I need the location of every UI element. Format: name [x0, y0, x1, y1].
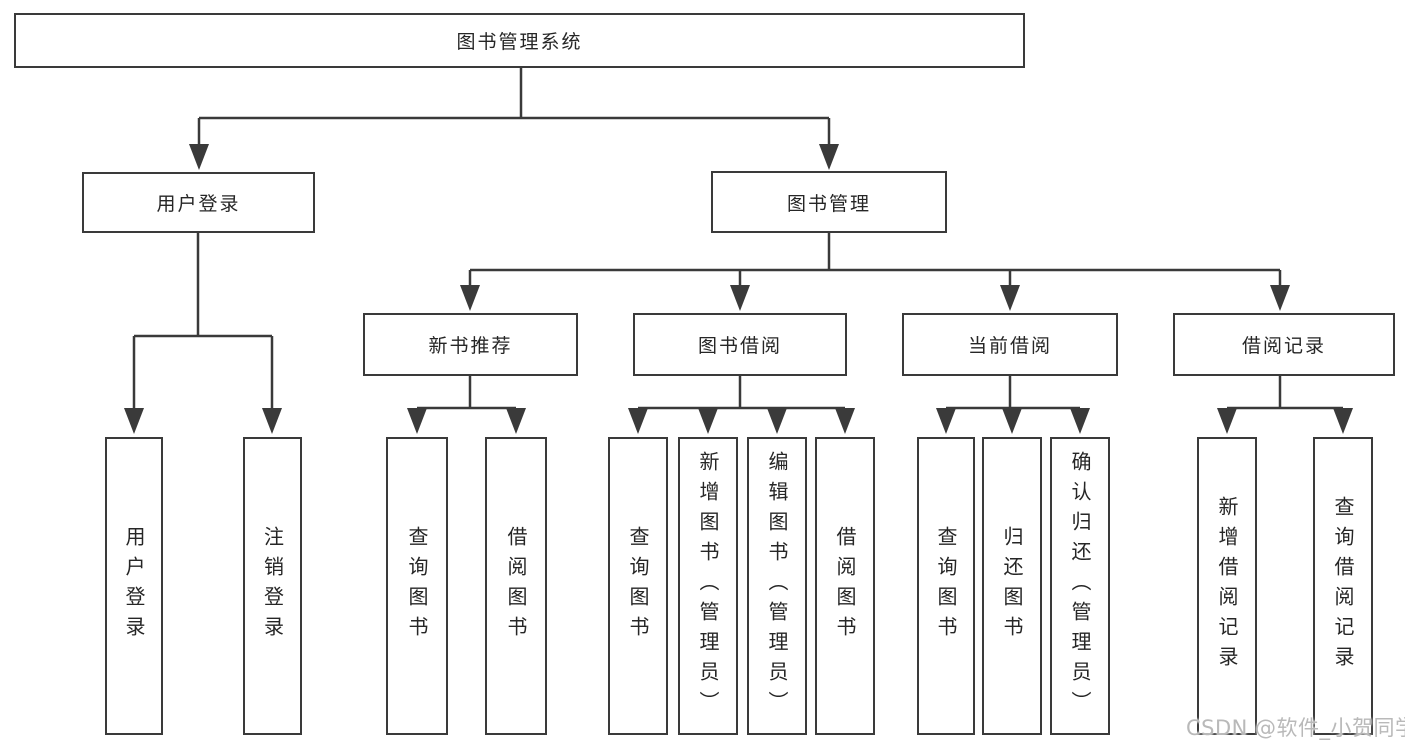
arrow-down-icon [407, 408, 427, 434]
arrow-down-icon [1270, 285, 1290, 311]
arrow-down-icon [730, 285, 750, 311]
arrowhead-icons [124, 144, 1353, 434]
arrow-down-icon [936, 408, 956, 434]
node-leaf-borrowing-add-books: 新增图书（管理员） [678, 437, 738, 735]
arrow-down-icon [767, 408, 787, 434]
arrow-down-icon [460, 285, 480, 311]
watermark: CSDN @软件_小贺同学 [1186, 716, 1405, 740]
node-current-borrowing: 当前借阅 [902, 313, 1118, 376]
node-leaf-user-login: 用户登录 [105, 437, 163, 735]
arrow-down-icon [835, 408, 855, 434]
arrow-down-icon [819, 144, 839, 170]
node-leaf-borrowing-query-books: 查询图书 [608, 437, 668, 735]
node-leaf-current-return-books: 归还图书 [982, 437, 1042, 735]
node-book-management: 图书管理 [711, 171, 947, 233]
arrow-down-icon [1217, 408, 1237, 434]
node-leaf-current-confirm-return: 确认归还（管理员） [1050, 437, 1110, 735]
arrow-down-icon [1002, 408, 1022, 434]
node-book-borrowing: 图书借阅 [633, 313, 847, 376]
node-leaf-borrowing-edit-books: 编辑图书（管理员） [747, 437, 807, 735]
arrow-down-icon [124, 408, 144, 434]
node-user-login: 用户登录 [82, 172, 315, 233]
arrow-down-icon [189, 144, 209, 170]
node-leaf-records-add-record: 新增借阅记录 [1197, 437, 1257, 735]
arrow-down-icon [262, 408, 282, 434]
node-borrowing-records: 借阅记录 [1173, 313, 1395, 376]
node-leaf-records-query-record: 查询借阅记录 [1313, 437, 1373, 735]
node-leaf-recommend-query-books: 查询图书 [386, 437, 448, 735]
arrow-down-icon [506, 408, 526, 434]
arrow-down-icon [1070, 408, 1090, 434]
node-leaf-recommend-borrow-books: 借阅图书 [485, 437, 547, 735]
node-new-book-recommend: 新书推荐 [363, 313, 578, 376]
arrow-down-icon [628, 408, 648, 434]
arrow-down-icon [698, 408, 718, 434]
arrow-down-icon [1000, 285, 1020, 311]
node-leaf-borrowing-borrow-books: 借阅图书 [815, 437, 875, 735]
node-leaf-current-query-books: 查询图书 [917, 437, 975, 735]
arrow-down-icon [1333, 408, 1353, 434]
node-library-management-system: 图书管理系统 [14, 13, 1025, 68]
node-leaf-logout: 注销登录 [243, 437, 302, 735]
